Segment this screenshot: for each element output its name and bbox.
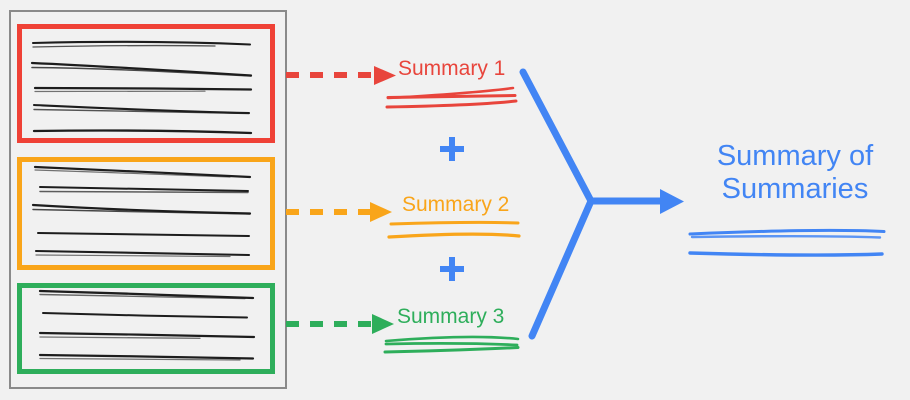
chunk-green-text-lines: [38, 289, 256, 361]
chunk-orange-text-lines: [31, 165, 252, 258]
final-summary-label: Summary of Summaries: [665, 140, 910, 207]
final-summary-underline: [688, 228, 886, 257]
plus-operator-2-icon: [440, 257, 464, 281]
arrow-green-dashed: [286, 314, 394, 334]
final-summary-label-line-1: Summary of: [716, 140, 874, 172]
summary-3-label: Summary 3: [397, 305, 505, 328]
summary-2-label: Summary 2: [402, 193, 510, 216]
summary-1-underline: [385, 86, 518, 109]
arrow-red-dashed: [286, 66, 396, 85]
merge-arrow-blue: [519, 68, 684, 340]
final-summary-label-line-2: Summaries: [721, 173, 869, 206]
summary-3-underline: [383, 335, 520, 354]
summary-1-label: Summary 1: [398, 57, 506, 80]
summary-2-underline: [387, 220, 521, 239]
arrow-orange-dashed: [286, 202, 392, 222]
chunk-red-text-lines: [30, 40, 253, 135]
plus-operator-1-icon: [440, 137, 464, 161]
